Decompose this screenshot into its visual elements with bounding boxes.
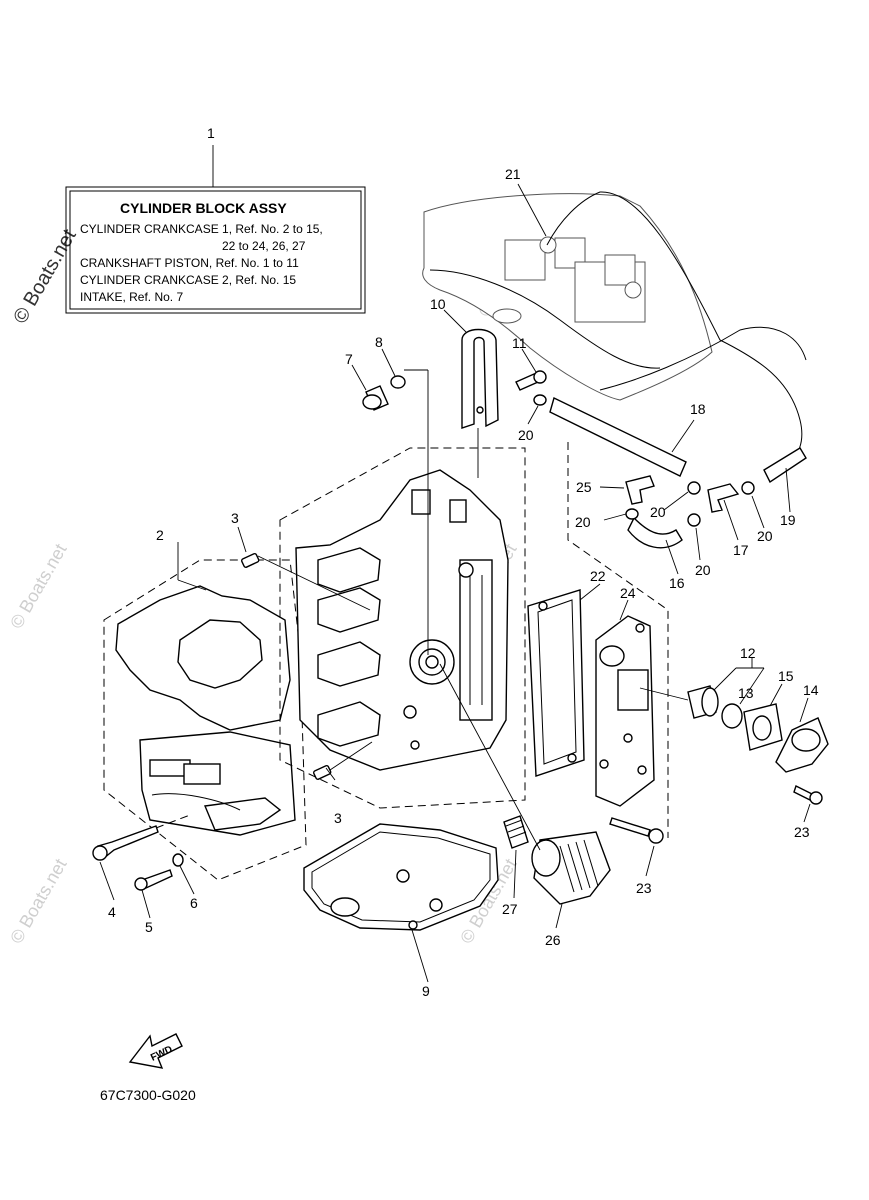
callout-18: 18 [690, 401, 706, 417]
leader-lines [99, 183, 811, 983]
callout-27: 27 [502, 901, 518, 917]
joint-17 [707, 483, 740, 513]
watermark: © Boats.net [6, 855, 70, 947]
assembly-line-1: CYLINDER CRANKCASE 1, Ref. No. 2 to 15, [80, 222, 323, 236]
callout-4: 4 [108, 904, 116, 920]
oil-filter-26 [531, 831, 611, 905]
callout-14: 14 [803, 682, 819, 698]
callout-3: 3 [231, 510, 239, 526]
cylinder-block [279, 447, 526, 809]
callout-23: 23 [636, 880, 652, 896]
screw-11 [515, 370, 547, 391]
callouts: 1 2 3 3 4 5 6 7 8 9 10 11 12 13 14 15 16… [108, 125, 819, 999]
callout-26: 26 [545, 932, 561, 948]
callout-9: 9 [422, 983, 430, 999]
callout-20: 20 [575, 514, 591, 530]
callout-16: 16 [669, 575, 685, 591]
washer-13 [721, 703, 743, 729]
callout-10: 10 [430, 296, 446, 312]
callout-25: 25 [576, 479, 592, 495]
cover-14 [775, 717, 829, 773]
callout-21: 21 [505, 166, 521, 182]
spring-27 [503, 815, 529, 849]
callout-13: 13 [738, 685, 754, 701]
diagram-code: 67C7300-G020 [100, 1087, 196, 1103]
watermark: © Boats.net [6, 540, 70, 632]
callout-5: 5 [145, 919, 153, 935]
callout-20: 20 [695, 562, 711, 578]
hose-18 [549, 397, 687, 477]
washer-6 [172, 853, 184, 867]
engine-outline [422, 191, 807, 469]
callout-23: 23 [794, 824, 810, 840]
gasket-22 [527, 589, 585, 777]
callout-1: 1 [207, 125, 215, 141]
hose-16 [627, 516, 683, 549]
bolt-23-right [793, 785, 823, 805]
callout-3: 3 [334, 810, 342, 826]
clip-20-top [533, 394, 547, 406]
bolt-23-lower [609, 817, 664, 844]
dowel-pin-upper [241, 552, 260, 568]
assembly-line-3: CRANKSHAFT PISTON, Ref. No. 1 to 11 [80, 256, 299, 270]
gasket-8 [390, 375, 406, 389]
gasket-15 [743, 703, 783, 751]
assembly-line-2: 22 to 24, 26, 27 [222, 239, 306, 253]
assembly-title: CYLINDER BLOCK ASSY [120, 200, 287, 216]
bolt-4 [92, 814, 191, 861]
callout-20: 20 [518, 427, 534, 443]
bracket-10 [461, 328, 499, 429]
callout-12: 12 [740, 645, 756, 661]
callout-11: 11 [512, 335, 527, 351]
callout-6: 6 [190, 895, 198, 911]
plug-7 [362, 385, 389, 411]
callout-24: 24 [620, 585, 636, 601]
assembly-line-4: CYLINDER CRANKCASE 2, Ref. No. 15 [80, 273, 296, 287]
fwd-arrow: FWD [128, 1033, 183, 1069]
cover-24 [595, 615, 655, 807]
valve-12 [687, 685, 719, 719]
fittings-group [567, 442, 755, 838]
dowel-pin-lower [313, 764, 332, 780]
callout-17: 17 [733, 542, 749, 558]
hose-19 [763, 447, 807, 484]
callout-22: 22 [590, 568, 606, 584]
callout-2: 2 [156, 527, 164, 543]
joint-25 [625, 475, 655, 505]
callout-15: 15 [778, 668, 794, 684]
assembly-info-box: CYLINDER BLOCK ASSY CYLINDER CRANKCASE 1… [65, 145, 366, 314]
callout-19: 19 [780, 512, 796, 528]
callout-7: 7 [345, 351, 353, 367]
callout-20: 20 [757, 528, 773, 544]
assembly-line-5: INTAKE, Ref. No. 7 [80, 290, 183, 304]
crankcase-half-left [103, 559, 307, 881]
bolt-5 [134, 869, 173, 891]
callout-20: 20 [650, 504, 666, 520]
gasket-9 [303, 823, 499, 931]
callout-8: 8 [375, 334, 383, 350]
